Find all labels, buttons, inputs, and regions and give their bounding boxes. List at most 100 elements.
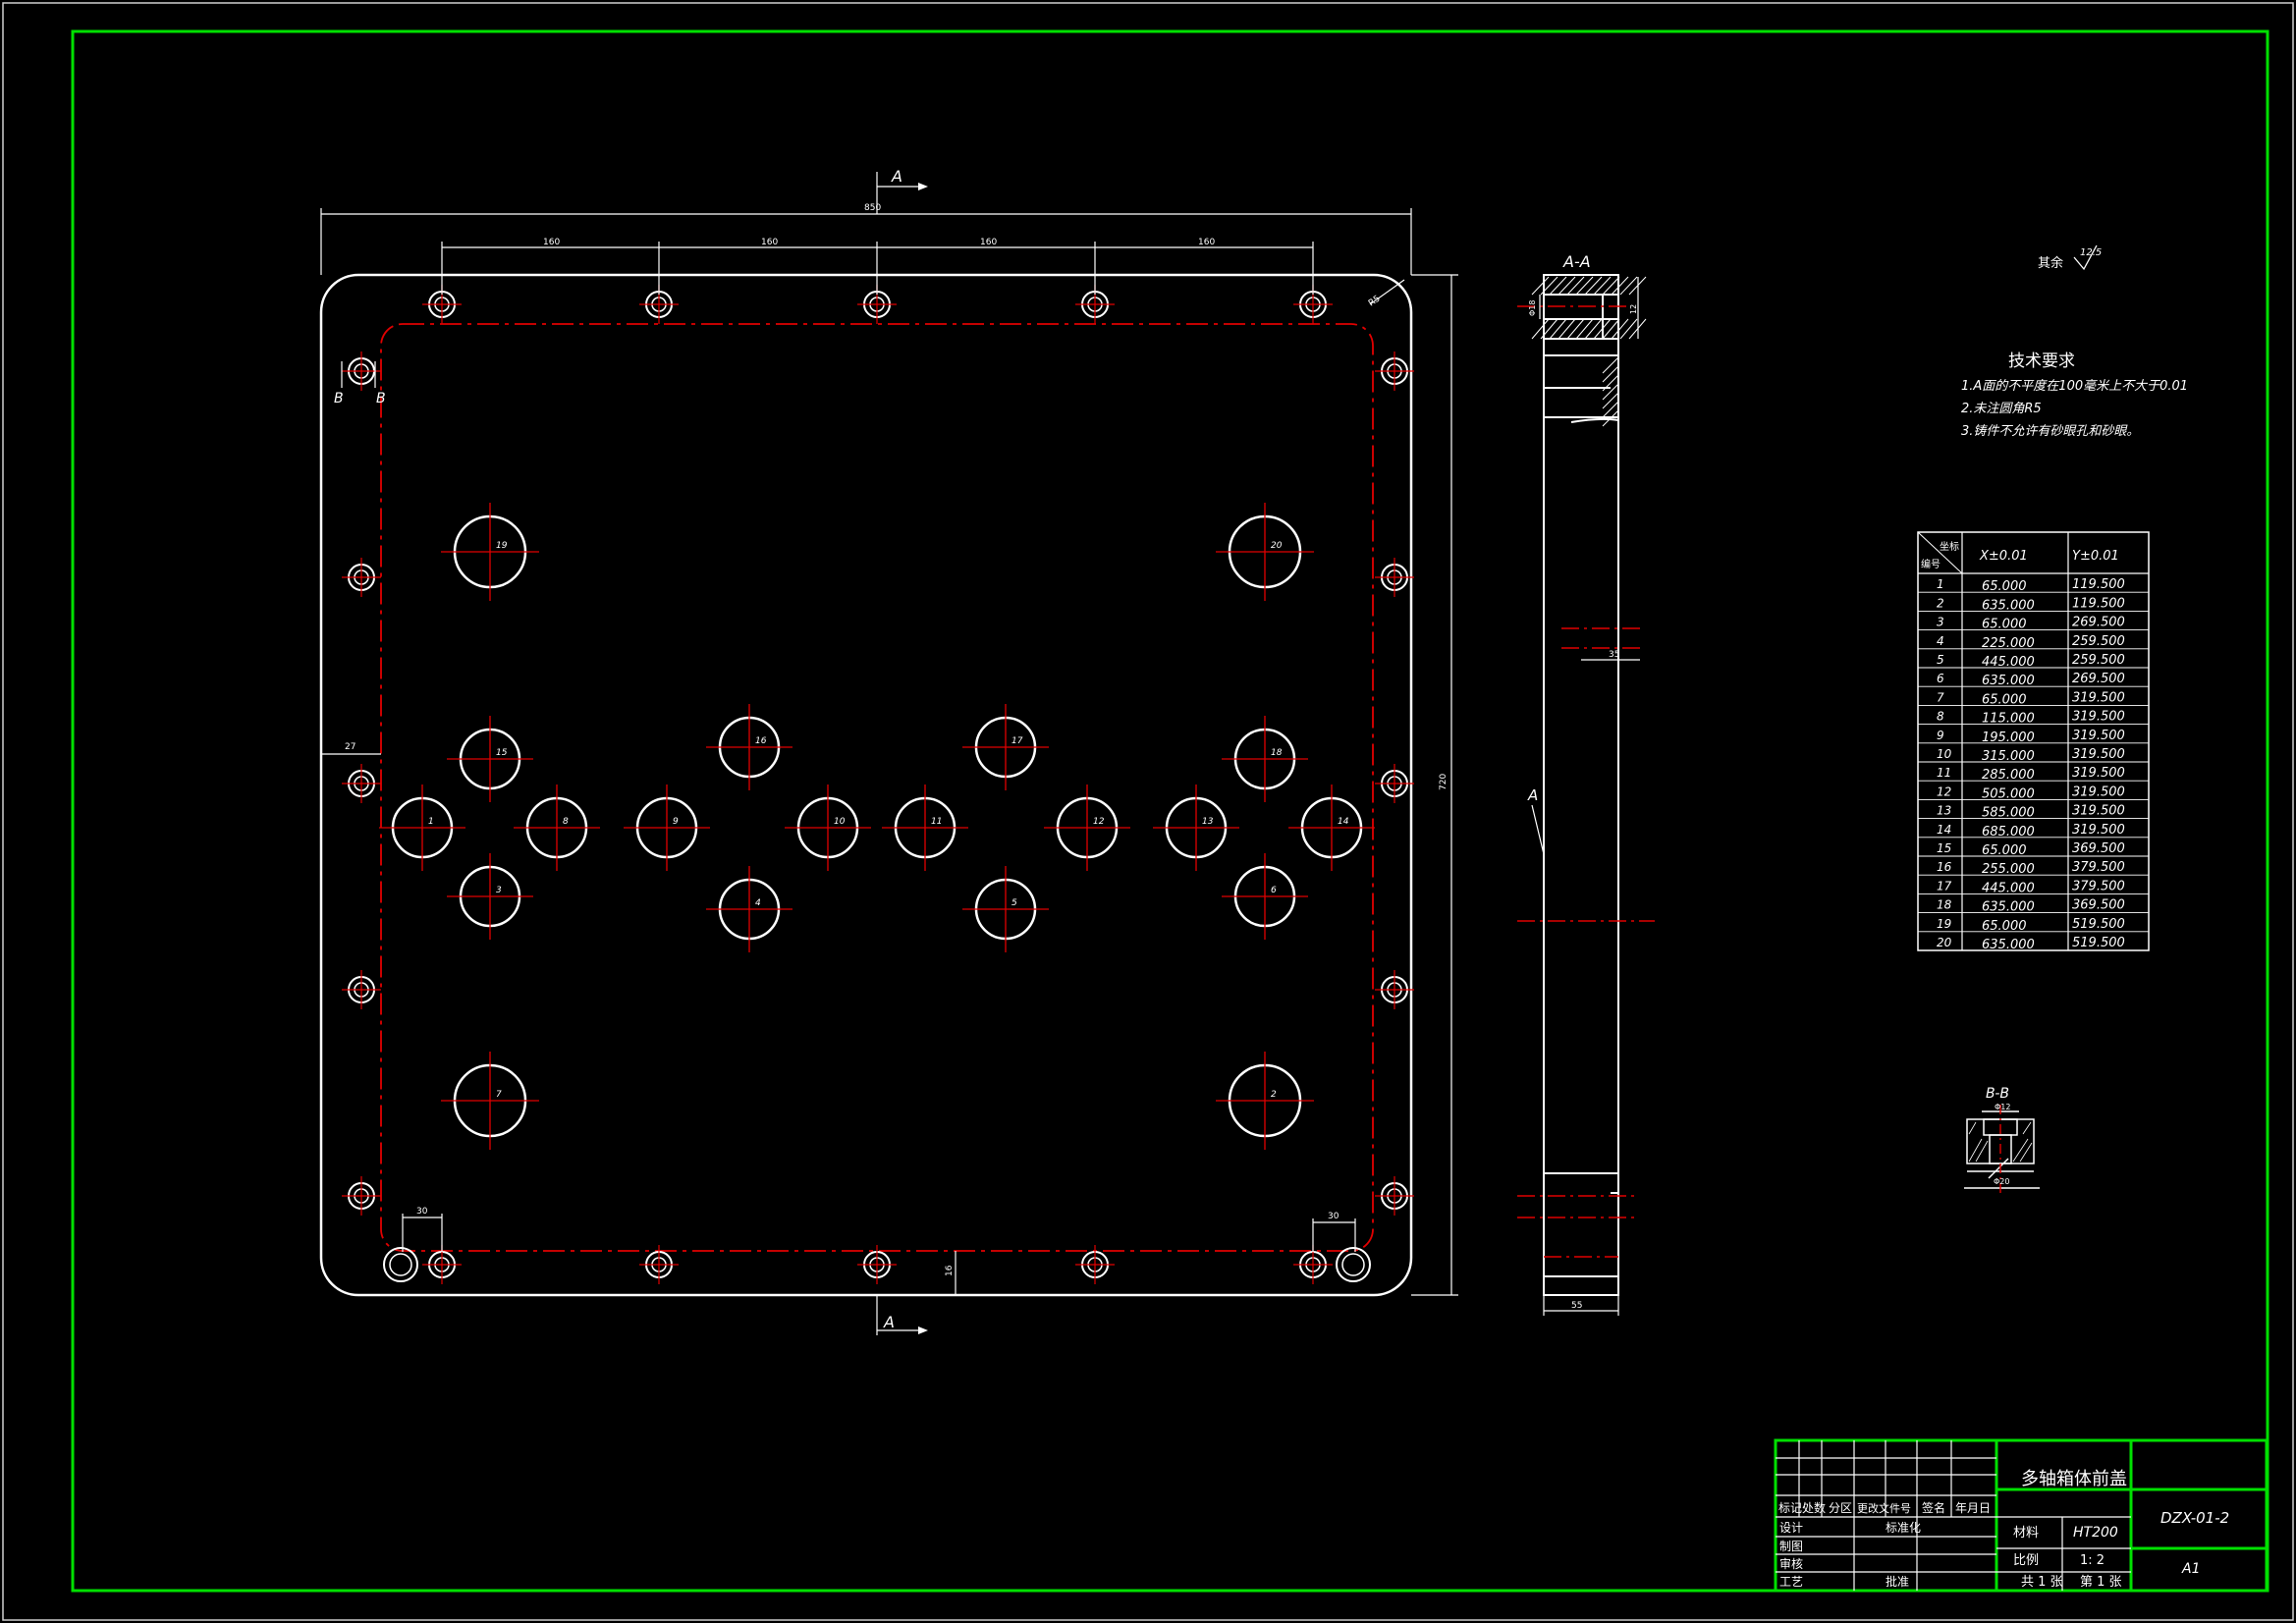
- row-y: 259.500: [2072, 653, 2125, 668]
- bearing-hole: 15: [447, 716, 533, 802]
- row-y: 319.500: [2072, 823, 2125, 838]
- rev-header-5: 签名: [1922, 1500, 1945, 1515]
- dim-bb-top: Φ12: [1995, 1103, 2010, 1111]
- row-x: 685.000: [1982, 825, 2035, 839]
- row-number: 15: [1937, 841, 1951, 855]
- row-number: 19: [1937, 917, 1951, 931]
- table-row: 14 685.000 319.500: [1937, 823, 2125, 839]
- dim-side-hole: 35: [1609, 650, 1619, 660]
- bearing-hole: 12: [1044, 784, 1130, 871]
- recess-outline: [380, 323, 1374, 1252]
- section-hatching: [1531, 276, 1647, 427]
- section-mark-b-right: B: [376, 391, 386, 406]
- hole-number-label: 18: [1271, 748, 1283, 758]
- bearing-hole: 14: [1288, 784, 1375, 871]
- row-x: 635.000: [1982, 900, 2035, 915]
- row-y: 319.500: [2072, 747, 2125, 762]
- rev-header-4: 更改文件号: [1857, 1501, 1911, 1515]
- bearing-hole: 17: [962, 704, 1049, 790]
- row-y: 319.500: [2072, 729, 2125, 743]
- row-y: 269.500: [2072, 616, 2125, 630]
- row-number: 20: [1937, 936, 1952, 949]
- section-mark-b-left: B: [334, 391, 344, 406]
- row-number: 5: [1937, 653, 1944, 667]
- bearing-hole: 3: [447, 853, 533, 940]
- section-view-aa: A-A: [1517, 252, 1655, 1316]
- rev-header-2: 处数: [1802, 1500, 1826, 1515]
- row-x: 285.000: [1982, 768, 2035, 783]
- roughness-value: 12.5: [2080, 247, 2102, 258]
- bolt-hole: [1075, 1245, 1115, 1284]
- bolt-hole: [1375, 970, 1414, 1009]
- row-number: 6: [1937, 672, 1944, 685]
- row-number: 16: [1937, 860, 1952, 874]
- table-x-header: X±0.01: [1979, 549, 2028, 564]
- dim-corner-radius: R5: [1367, 294, 1383, 308]
- tech-req-item-2: 2.未注圆角R5: [1961, 402, 2042, 416]
- bolt-hole: [639, 1245, 679, 1284]
- row-number: 9: [1937, 729, 1944, 742]
- bearing-hole: 2: [1216, 1052, 1314, 1150]
- row-x: 225.000: [1982, 636, 2035, 651]
- tech-req-item-1: 1.A面的不平度在100毫米上不大于0.01: [1961, 378, 2188, 394]
- row-x: 315.000: [1982, 749, 2035, 764]
- bolt-hole: [1375, 1176, 1414, 1216]
- row-y: 519.500: [2072, 936, 2125, 950]
- bearing-hole: 1: [379, 784, 465, 871]
- bearing-hole: 9: [624, 784, 710, 871]
- row-x: 65.000: [1982, 618, 2027, 632]
- row-x: 585.000: [1982, 806, 2035, 821]
- row-number: 12: [1937, 784, 1951, 798]
- row-x: 635.000: [1982, 938, 2035, 952]
- bolt-hole: [857, 1245, 897, 1284]
- title-drawing-number: DZX-01-2: [2160, 1509, 2229, 1527]
- plate-dimension-texts: 850 160 160 160 160 R5 27 720 30 30 16 A…: [334, 167, 1449, 1331]
- hole-number-label: 3: [496, 886, 502, 895]
- hole-number-label: 7: [496, 1090, 502, 1100]
- dim-spacing-2: 160: [761, 238, 778, 247]
- plate-dimensions: [320, 172, 1458, 1335]
- bearing-hole: 7: [441, 1052, 539, 1150]
- roughness-label: 其余: [2038, 255, 2063, 271]
- bearing-hole: 18: [1222, 716, 1308, 802]
- dim-thickness: 55: [1571, 1301, 1582, 1311]
- tech-req-item-3: 3.铸件不允许有砂眼孔和砂眼。: [1961, 423, 2139, 439]
- bolt-hole: [342, 558, 381, 597]
- bearing-hole: 8: [514, 784, 600, 871]
- row-number: 14: [1937, 823, 1951, 837]
- row-number: 13: [1937, 804, 1951, 818]
- row-label-approve: 批准: [1886, 1574, 1909, 1589]
- row-x: 115.000: [1982, 712, 2035, 727]
- row-x: 635.000: [1982, 598, 2035, 613]
- tech-req-title: 技术要求: [2008, 352, 2075, 371]
- row-x: 65.000: [1982, 579, 2027, 594]
- bolt-hole: [342, 764, 381, 803]
- dim-right-gap: 30: [1328, 1212, 1339, 1221]
- hole-number-label: 19: [496, 541, 508, 551]
- hole-number-label: 14: [1338, 817, 1349, 827]
- row-x: 445.000: [1982, 655, 2035, 670]
- title-sheet-size: A1: [2181, 1561, 2200, 1577]
- bolt-hole: [1375, 558, 1414, 597]
- bearing-hole: 10: [785, 784, 871, 871]
- hole-number-label: 9: [673, 817, 679, 827]
- surface-roughness: 其余 12.5: [2038, 244, 2102, 271]
- row-x: 65.000: [1982, 919, 2027, 934]
- row-number: 3: [1937, 616, 1944, 629]
- section-mark-a-bottom: A: [883, 1313, 895, 1331]
- row-number: 18: [1937, 898, 1952, 912]
- row-number: 17: [1937, 879, 1952, 893]
- row-x: 255.000: [1982, 862, 2035, 877]
- dim-bottom-offset: 16: [945, 1265, 955, 1276]
- row-x: 65.000: [1982, 843, 2027, 858]
